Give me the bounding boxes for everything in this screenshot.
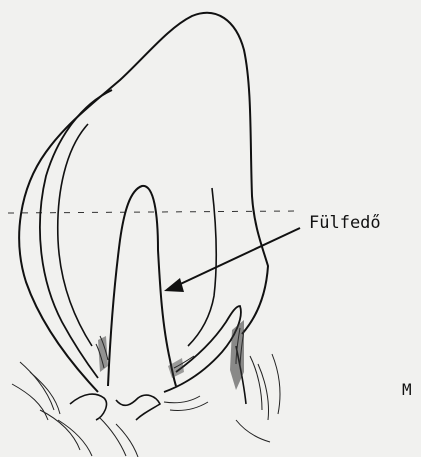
fulfedo-label: Fülfedő: [309, 213, 381, 233]
edge-text-fragment: M: [402, 380, 412, 399]
